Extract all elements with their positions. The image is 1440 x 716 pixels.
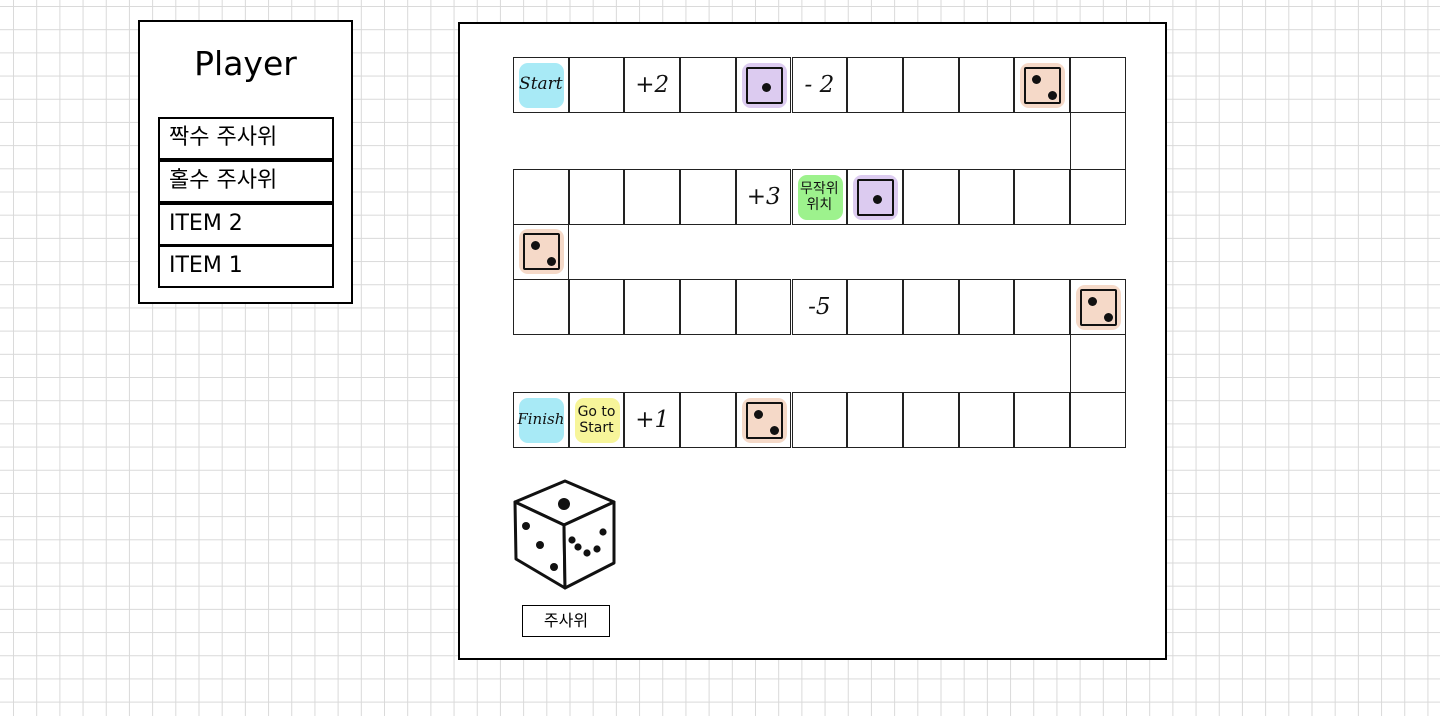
die-face-two-icon [523, 233, 560, 271]
board-cell[interactable] [680, 57, 736, 113]
board-cell[interactable] [735, 392, 792, 448]
connector-cell[interactable] [513, 224, 569, 279]
cell-label: 무작위 위치 [800, 180, 839, 213]
board-cell[interactable] [1070, 392, 1126, 448]
board-cell[interactable] [624, 279, 681, 335]
board-cell[interactable] [1014, 57, 1070, 113]
cell-label: +1 [635, 406, 670, 433]
cell-label: +3 [746, 183, 781, 210]
player-title: Player [194, 44, 297, 83]
roll-dice-button[interactable]: 주사위 [522, 605, 610, 637]
board-cell[interactable] [902, 392, 959, 448]
board-cell[interactable] [902, 57, 959, 113]
inventory-item-odd-dice[interactable]: 홀수 주사위 [158, 160, 334, 203]
cell-label: -5 [808, 293, 831, 320]
board-cell[interactable]: Go to Start [568, 392, 625, 448]
cell-highlight [1076, 285, 1121, 330]
board-cell[interactable] [513, 279, 569, 335]
board-cell[interactable] [513, 169, 569, 225]
die-face-two-icon [745, 402, 783, 439]
player-panel: Player 짝수 주사위 홀수 주사위 ITEM 2 ITEM 1 [138, 20, 353, 304]
board-cell[interactable]: +3 [735, 169, 792, 225]
board-cell[interactable] [958, 57, 1015, 113]
cell-label: +2 [635, 71, 670, 98]
cell-label: - 2 [804, 71, 835, 98]
board-cell[interactable] [1014, 279, 1070, 335]
board-cell[interactable] [958, 169, 1015, 225]
cell-highlight [1020, 63, 1066, 108]
board-cell[interactable] [902, 169, 959, 225]
die-face-one-icon [857, 179, 895, 216]
cell-highlight [741, 398, 787, 443]
die-face-two-icon [1080, 289, 1117, 326]
board-cell[interactable] [680, 169, 736, 225]
inventory-item-2[interactable]: ITEM 2 [158, 203, 334, 246]
die-face-two-icon [1024, 67, 1062, 104]
cell-highlight [519, 398, 564, 443]
board-cell[interactable] [624, 169, 681, 225]
die-face-one-icon [745, 67, 783, 104]
board-cell[interactable]: +2 [624, 57, 681, 113]
board-cell[interactable]: Start [513, 57, 569, 113]
board-cell[interactable]: -5 [791, 279, 848, 335]
board-cell[interactable] [847, 392, 903, 448]
board-cell[interactable] [680, 279, 736, 335]
board-cell[interactable] [1014, 392, 1070, 448]
board-cell[interactable]: - 2 [791, 57, 848, 113]
connector-cell[interactable] [1070, 112, 1126, 169]
cell-highlight [797, 175, 843, 220]
cell-highlight [574, 398, 620, 443]
inventory-item-1[interactable]: ITEM 1 [158, 245, 334, 288]
board-cell[interactable] [1070, 169, 1126, 225]
board-cell[interactable] [791, 392, 848, 448]
board-cell[interactable] [568, 169, 625, 225]
board-cell[interactable] [1070, 57, 1126, 113]
inventory-item-even-dice[interactable]: 짝수 주사위 [158, 117, 334, 160]
cell-highlight [519, 63, 564, 108]
board-cell[interactable] [958, 279, 1015, 335]
cell-label: Finish [517, 410, 565, 429]
cell-highlight [519, 229, 564, 275]
board-cell[interactable] [568, 57, 625, 113]
board-cell[interactable] [735, 57, 792, 113]
board-cell[interactable] [1070, 279, 1126, 335]
board-cell[interactable] [1014, 169, 1070, 225]
board-cell[interactable] [680, 392, 736, 448]
board-cell[interactable]: Finish [513, 392, 569, 448]
board-cell[interactable]: +1 [624, 392, 681, 448]
cell-label: Go to Start [577, 403, 616, 436]
board-cell[interactable] [847, 279, 903, 335]
board-cell[interactable]: 무작위 위치 [791, 169, 848, 225]
board-cell[interactable] [958, 392, 1015, 448]
connector-cell[interactable] [1070, 334, 1126, 392]
board-cell[interactable] [735, 279, 792, 335]
board-cell[interactable] [568, 279, 625, 335]
board-cell[interactable] [847, 169, 903, 225]
dice-cube-icon[interactable] [508, 476, 620, 594]
cell-label: Start [519, 73, 563, 94]
board-cell[interactable] [847, 57, 903, 113]
board-cell[interactable] [902, 279, 959, 335]
